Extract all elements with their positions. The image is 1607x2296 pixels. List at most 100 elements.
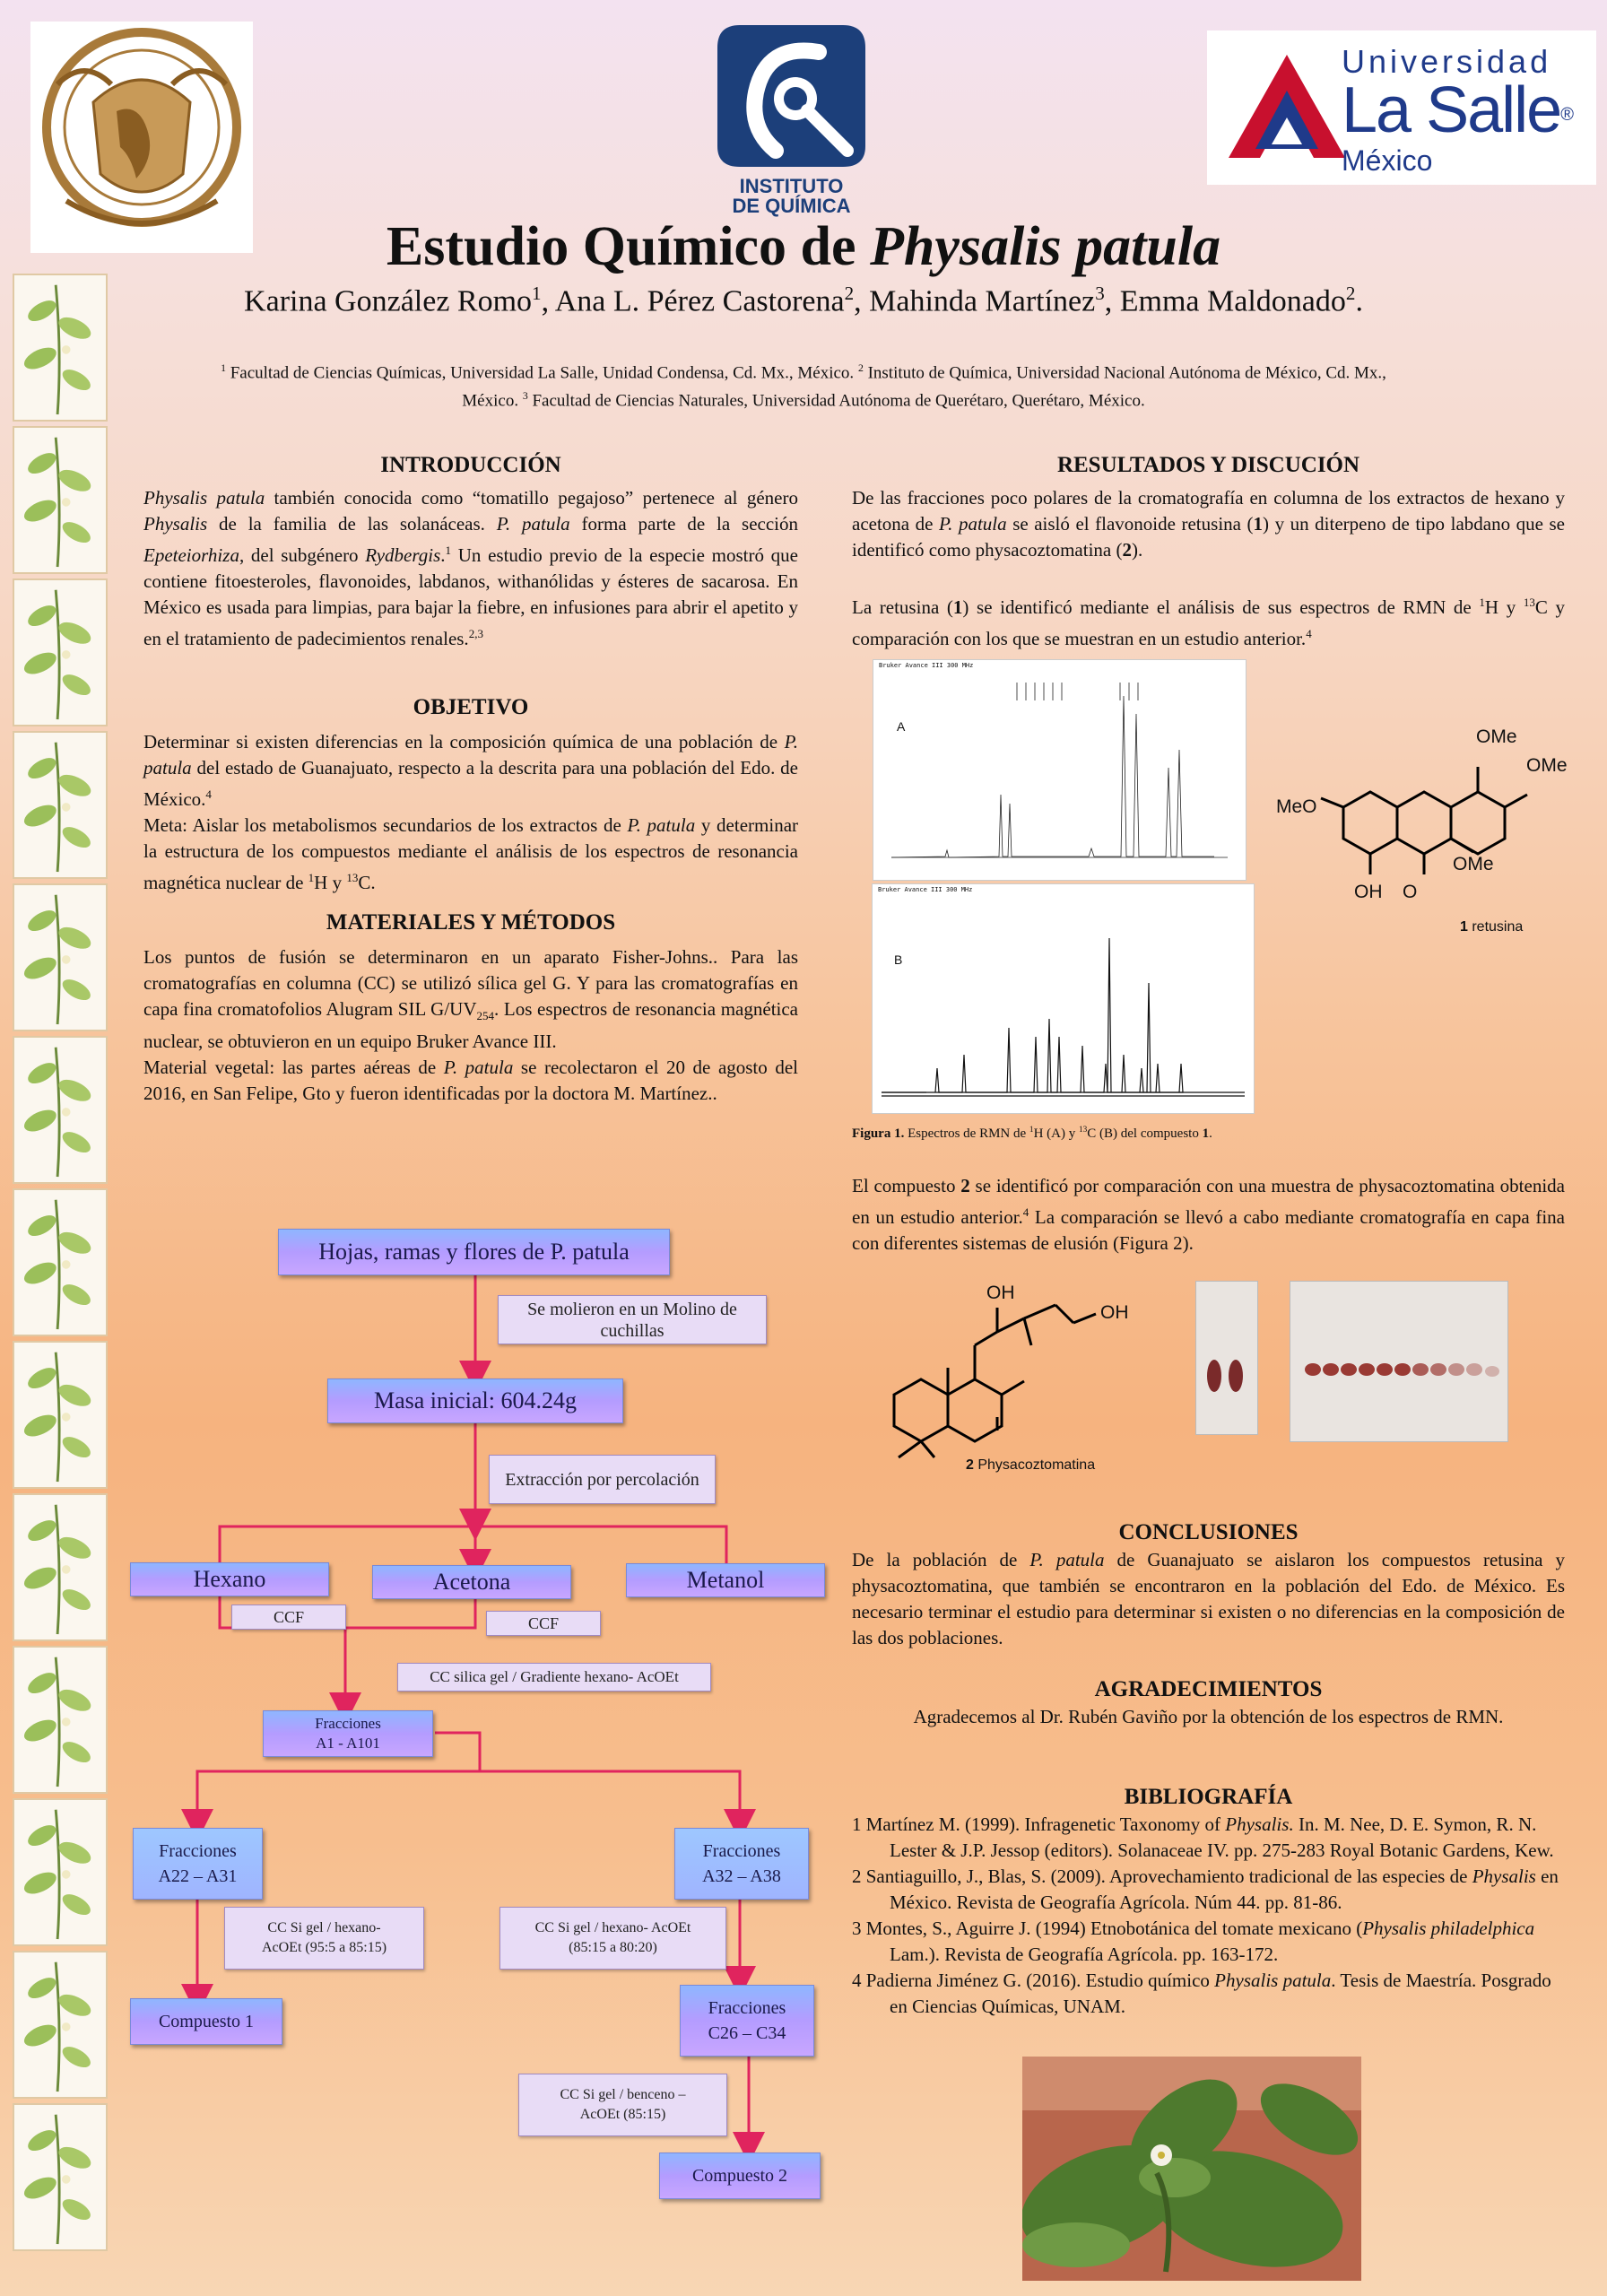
- ref1-a: 1 Martínez M. (1999). Infragenetic Taxon…: [852, 1813, 1226, 1835]
- mat-t2: . Los espectros de resonancia magnética …: [143, 998, 799, 1053]
- flow-comp2: Compuesto 2: [691, 2165, 788, 2186]
- flow-n6a: CC Si gel / benceno –: [560, 2087, 686, 2102]
- ref-4: 4 Padierna Jiménez G. (2016). Estudio qu…: [852, 1968, 1565, 2020]
- agradecimientos-section: AGRADECIMIENTOS Agradecemos al Dr. Rubén…: [852, 1677, 1565, 1730]
- title-species: Physalis patula: [870, 216, 1221, 277]
- spec-a-label: A: [897, 719, 906, 734]
- obj-s3: 13: [346, 871, 359, 884]
- mol1-oh: OH: [1354, 882, 1383, 902]
- spec-b-label: B: [894, 952, 903, 967]
- physalis-plant-photo: [1022, 2057, 1361, 2281]
- lasalle-logo: Universidad La Salle® México: [1207, 30, 1596, 185]
- flow-box-compuesto1: Compuesto 1: [130, 1998, 282, 2045]
- mol1-caption-n: 1: [1460, 919, 1468, 935]
- flow-n5a: CC Si gel / hexano- AcOEt: [534, 1920, 691, 1935]
- mol1-ome3: OMe: [1453, 854, 1494, 874]
- author-name: Ana L. Pérez Castorena: [554, 284, 845, 318]
- flow-box-masa: Masa inicial: 604.24g: [327, 1378, 623, 1423]
- mol2-caption: 2 Physacoztomatina: [966, 1457, 1095, 1474]
- intro-t1: también conocida como “tomatillo pegajos…: [265, 487, 799, 509]
- ref-1: 1 Martínez M. (1999). Infragenetic Taxon…: [852, 1812, 1565, 1864]
- bibliografia-section: BIBLIOGRAFÍA 1 Martínez M. (1999). Infra…: [852, 1785, 1565, 2020]
- flow-note-ccf2: CCF: [486, 1611, 601, 1636]
- figura1-caption: Figura 1. Espectros de RMN de 1H (A) y 1…: [852, 1126, 1212, 1142]
- flow-fb1: Fracciones: [159, 1841, 237, 1861]
- unam-seal-logo: [30, 22, 253, 253]
- plant-illustration-tile: [13, 2103, 108, 2251]
- flow-box-acetona: Acetona: [372, 1565, 571, 1599]
- fig-t4: .: [1209, 1126, 1212, 1141]
- author-affil-sup: 2: [844, 283, 855, 304]
- res-p2s1: 1: [1479, 596, 1485, 609]
- objetivo-text: Determinar si existen diferencias en la …: [143, 729, 798, 896]
- mol1-caption-text: retusina: [1467, 919, 1524, 935]
- plant-illustration-tile: [13, 1341, 108, 1489]
- mat-t1: Los puntos de fusión se determinaron en …: [143, 946, 798, 1020]
- conc-i1: P. patula: [1029, 1549, 1105, 1570]
- plant-illustration-tile: [13, 578, 108, 726]
- res-p3s: 4: [1022, 1205, 1029, 1219]
- lasalle-line2-wrap: La Salle®: [1342, 78, 1574, 144]
- plant-illustration-tile: [13, 1798, 108, 1946]
- fig-t1: Espectros de RMN de: [904, 1126, 1029, 1141]
- flow-box-compuesto2: Compuesto 2: [659, 2152, 821, 2199]
- obj-s2: 1: [308, 871, 315, 884]
- mol1-o: O: [1403, 882, 1418, 902]
- author-name: Emma Maldonado: [1119, 284, 1346, 318]
- flow-note-si-gel-2: CC Si gel / hexano- AcOEt(85:15 a 80:20): [499, 1907, 726, 1970]
- mol1-ome1: OMe: [1476, 726, 1517, 747]
- intro-i2: Physalis: [143, 513, 208, 535]
- ref1-i: Physalis.: [1225, 1813, 1294, 1835]
- conclusiones-text: De la población de P. patula de Guanajua…: [852, 1547, 1565, 1651]
- affil-1: Facultad de Ciencias Químicas, Universid…: [225, 363, 858, 383]
- mol2-oh2: OH: [1100, 1302, 1129, 1323]
- ref2-a: 2 Santiaguillo, J., Blas, S. (2009). Apr…: [852, 1866, 1472, 1887]
- ref2-i: Physalis: [1472, 1866, 1536, 1887]
- mat-t4: se recolectaron el 20 de agosto del 2016…: [143, 1057, 798, 1105]
- author-separator: .: [1355, 284, 1363, 318]
- intro-t6: Un estudio previo de la especie mostró q…: [143, 544, 798, 649]
- res-p3c: La comparación se llevó a cabo mediante …: [852, 1206, 1565, 1254]
- res-p2a: La retusina (: [852, 596, 953, 618]
- ref-3: 3 Montes, S., Aguirre J. (1994) Etnobotá…: [852, 1916, 1565, 1968]
- tlc-plate-1: [1195, 1281, 1258, 1435]
- poster-title: Estudio Químico de Physalis patula: [179, 215, 1428, 279]
- flow-n6b: AcOEt (85:15): [579, 2107, 666, 2122]
- intro-i5: Rydbergis: [365, 544, 441, 566]
- res-p1b: se aisló el flavonoide retusina (: [1006, 513, 1254, 535]
- materiales-heading: MATERIALES Y MÉTODOS: [326, 910, 616, 935]
- nmr-spectrum-13c: Bruker Avance III 300 MHz B: [872, 883, 1255, 1114]
- nmr-spectrum-1h: Bruker Avance III 300 MHz A: [873, 659, 1247, 881]
- intro-t3: forma parte de la sección: [569, 513, 799, 535]
- plant-illustration-tile: [13, 1646, 108, 1794]
- flow-fa1: Fracciones: [315, 1715, 381, 1732]
- flow-note-molino: Se molieron en un Molino de cuchillas: [498, 1295, 767, 1344]
- obj-t1: Determinar si existen diferencias en la …: [143, 731, 785, 752]
- author-list: Karina González Romo1, Ana L. Pérez Cast…: [135, 283, 1472, 318]
- intro-section: INTRODUCCIÓN Physalis patula también con…: [143, 453, 798, 652]
- res-p2b: ) se identificó mediante el análisis de …: [962, 596, 1480, 618]
- affil-2: Instituto de Química, Universidad Nacion…: [462, 363, 1386, 411]
- mat-t3: Material vegetal: las partes aéreas de: [143, 1057, 444, 1079]
- author-separator: ,: [854, 284, 870, 318]
- res-p3b: se identificó por comparación con una mu…: [852, 1175, 1565, 1228]
- intro-t5: .: [440, 544, 446, 566]
- flow-n1: Se molieron en un Molino de cuchillas: [527, 1299, 737, 1341]
- intro-heading: INTRODUCCIÓN: [380, 453, 561, 477]
- lasalle-line3: México: [1342, 144, 1433, 177]
- obj-t3: Meta: Aislar los metabolismos secundario…: [143, 814, 628, 836]
- mol1-ome2: OMe: [1526, 755, 1568, 776]
- agradecimientos-heading: AGRADECIMIENTOS: [1094, 1677, 1323, 1701]
- res-p1c: ) y un diterpeno de tipo labdano que se …: [852, 513, 1565, 561]
- ref-2: 2 Santiaguillo, J., Blas, S. (2009). Apr…: [852, 1864, 1565, 1916]
- author-affil-sup: 1: [532, 283, 542, 304]
- author-name: Karina González Romo: [244, 284, 533, 318]
- flow-box-hojas: Hojas, ramas y flores de P. patula: [278, 1229, 670, 1275]
- flow-fd1: Fracciones: [708, 1998, 786, 2018]
- plant-illustration-tile: [13, 1951, 108, 2099]
- intro-i4: Epeteiorhiza: [143, 544, 239, 566]
- obj-s1: 4: [205, 787, 212, 801]
- ref4-a: 4 Padierna Jiménez G. (2016). Estudio qu…: [852, 1970, 1215, 1991]
